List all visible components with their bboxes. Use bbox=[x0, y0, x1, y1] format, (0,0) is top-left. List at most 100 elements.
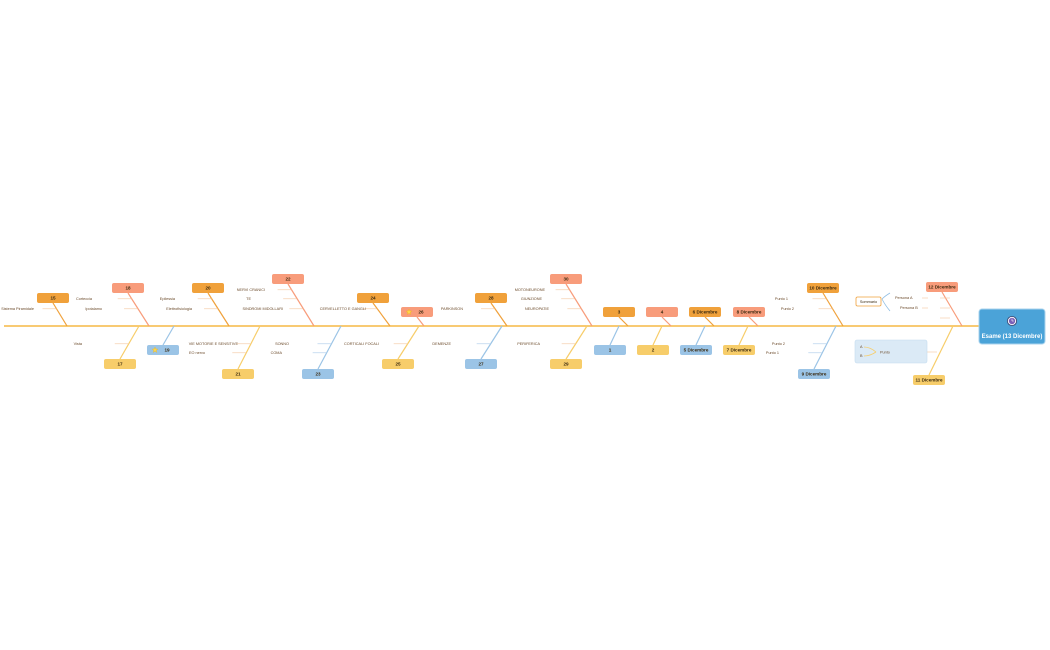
top-bone-5 bbox=[416, 316, 425, 327]
bottom-topic-4[interactable]: 25 bbox=[382, 359, 414, 369]
leaf-label: TE bbox=[246, 297, 251, 301]
topic-label: 18 bbox=[125, 286, 131, 291]
summary-label: Sommario bbox=[860, 300, 877, 304]
bottom-bone-8 bbox=[652, 325, 663, 346]
bottom-bone-7 bbox=[609, 325, 620, 346]
bottom-topic-2[interactable]: 21 bbox=[222, 369, 254, 379]
topic-box bbox=[733, 307, 765, 317]
topic-box bbox=[192, 283, 224, 293]
bottom-topic-6[interactable]: 29 bbox=[550, 359, 582, 369]
boundary-box[interactable] bbox=[854, 339, 928, 364]
top-bone-7 bbox=[565, 283, 593, 327]
boundary-item-b: B bbox=[860, 354, 863, 358]
top-topic-3[interactable]: 22 bbox=[272, 274, 304, 284]
topic-box bbox=[550, 359, 582, 369]
top-bone-10 bbox=[704, 316, 715, 327]
leaf-label: Epilessia bbox=[160, 297, 176, 301]
leaf-label: COMA bbox=[271, 351, 283, 355]
top-topic-5[interactable]: 26 bbox=[401, 307, 433, 317]
top-topic-4[interactable]: 24 bbox=[357, 293, 389, 303]
topic-box bbox=[680, 345, 712, 355]
leaf-label: SONNO bbox=[275, 342, 289, 346]
topic-box bbox=[465, 359, 497, 369]
leaf-label: NEUROPATIE bbox=[525, 307, 550, 311]
bottom-topic-11[interactable]: 9 Dicembre bbox=[798, 369, 830, 379]
leaf-label: EO nervo bbox=[189, 351, 205, 355]
top-topic-1[interactable]: 18 bbox=[112, 283, 144, 293]
bottom-topic-9[interactable]: 5 Dicembre bbox=[680, 345, 712, 355]
topic-label: 5 Dicembre bbox=[684, 348, 709, 353]
top-topic-8[interactable]: 3 bbox=[603, 307, 635, 317]
bottom-bone-1 bbox=[162, 325, 175, 346]
topic-box bbox=[646, 307, 678, 317]
top-topic-6[interactable]: 28 bbox=[475, 293, 507, 303]
topic-label: 22 bbox=[285, 277, 291, 282]
topic-box bbox=[302, 369, 334, 379]
top-bone-9 bbox=[661, 316, 672, 327]
topic-label: 3 bbox=[618, 310, 621, 315]
bottom-bone-10 bbox=[738, 325, 749, 346]
boundary-bracket bbox=[863, 346, 877, 357]
bottom-topic-10[interactable]: 7 Dicembre bbox=[723, 345, 755, 355]
topic-label: 29 bbox=[563, 362, 569, 367]
bottom-bone-12 bbox=[928, 325, 954, 376]
leaf-label: Punto 1 bbox=[766, 351, 779, 355]
top-topic-0[interactable]: 15 bbox=[37, 293, 69, 303]
leaf-label: Ipotalamo bbox=[85, 307, 102, 311]
topic-label: 7 Dicembre bbox=[727, 348, 752, 353]
bottom-topic-12[interactable]: 11 Dicembre bbox=[913, 375, 945, 385]
topic-box bbox=[37, 293, 69, 303]
topic-label: 17 bbox=[117, 362, 123, 367]
topic-label: 19 bbox=[164, 348, 170, 353]
topic-label: 15 bbox=[50, 296, 56, 301]
top-topic-2[interactable]: 20 bbox=[192, 283, 224, 293]
top-topic-7[interactable]: 30 bbox=[550, 274, 582, 284]
summary-box[interactable] bbox=[855, 296, 882, 307]
bottom-bone-0 bbox=[119, 325, 140, 360]
summary-item-a: Persona A bbox=[895, 296, 913, 300]
top-bone-2 bbox=[207, 292, 230, 327]
topic-label: 9 Dicembre bbox=[802, 372, 827, 377]
topic-box bbox=[603, 307, 635, 317]
bones-layer bbox=[4, 283, 979, 376]
bottom-topic-8[interactable]: 2 bbox=[637, 345, 669, 355]
top-topic-10[interactable]: 6 Dicembre bbox=[689, 307, 721, 317]
boundary-label: Punto bbox=[880, 351, 890, 355]
top-topic-13[interactable]: 12 Dicembre bbox=[926, 282, 958, 292]
leaf-label: PERIFERICA bbox=[517, 342, 540, 346]
topic-label: 24 bbox=[370, 296, 376, 301]
bottom-topic-3[interactable]: 23 bbox=[302, 369, 334, 379]
leaf-label: CERVELLETTO E GANGLI bbox=[320, 307, 366, 311]
topic-box bbox=[382, 359, 414, 369]
head-node[interactable]: Esame (13 Dicembre) bbox=[978, 308, 1046, 345]
topic-box bbox=[401, 307, 433, 317]
star-icon bbox=[405, 308, 413, 315]
bottom-topic-7[interactable]: 1 bbox=[594, 345, 626, 355]
topic-label: 25 bbox=[395, 362, 401, 367]
top-topic-12[interactable]: 10 Dicembre bbox=[807, 283, 839, 293]
topic-box bbox=[723, 345, 755, 355]
leaf-label: Punto 2 bbox=[772, 342, 785, 346]
bottom-topic-1[interactable]: 19 bbox=[147, 345, 179, 355]
leaf-label: Corteccia bbox=[76, 297, 93, 301]
head-label: Esame (13 Dicembre) bbox=[982, 334, 1043, 340]
topic-box bbox=[913, 375, 945, 385]
top-bone-4 bbox=[372, 302, 391, 327]
bottom-bone-6 bbox=[565, 325, 588, 360]
top-bone-12 bbox=[822, 292, 844, 327]
summary-group: Sommario Persona A Persona B bbox=[855, 292, 928, 312]
leaf-label: SINDROMI MIDOLLARI bbox=[242, 307, 283, 311]
bottom-bone-9 bbox=[695, 325, 706, 346]
topic-label: 10 Dicembre bbox=[809, 286, 837, 291]
leaf-label: VIE MOTORIE E SENSITIVE bbox=[189, 342, 239, 346]
leaf-label: Punto 1 bbox=[775, 297, 788, 301]
top-bone-3 bbox=[287, 283, 315, 327]
bottom-topic-0[interactable]: 17 bbox=[104, 359, 136, 369]
top-topic-11[interactable]: 8 Dicembre bbox=[733, 307, 765, 317]
nodes-layer: 15 18 20 22 24 26 28 30 3 4 6 Dicembre 8 Dicembre 10… bbox=[37, 274, 958, 385]
top-topic-9[interactable]: 4 bbox=[646, 307, 678, 317]
bottom-topic-5[interactable]: 27 bbox=[465, 359, 497, 369]
topic-label: 2 bbox=[652, 348, 655, 353]
bottom-bone-11 bbox=[813, 325, 837, 370]
